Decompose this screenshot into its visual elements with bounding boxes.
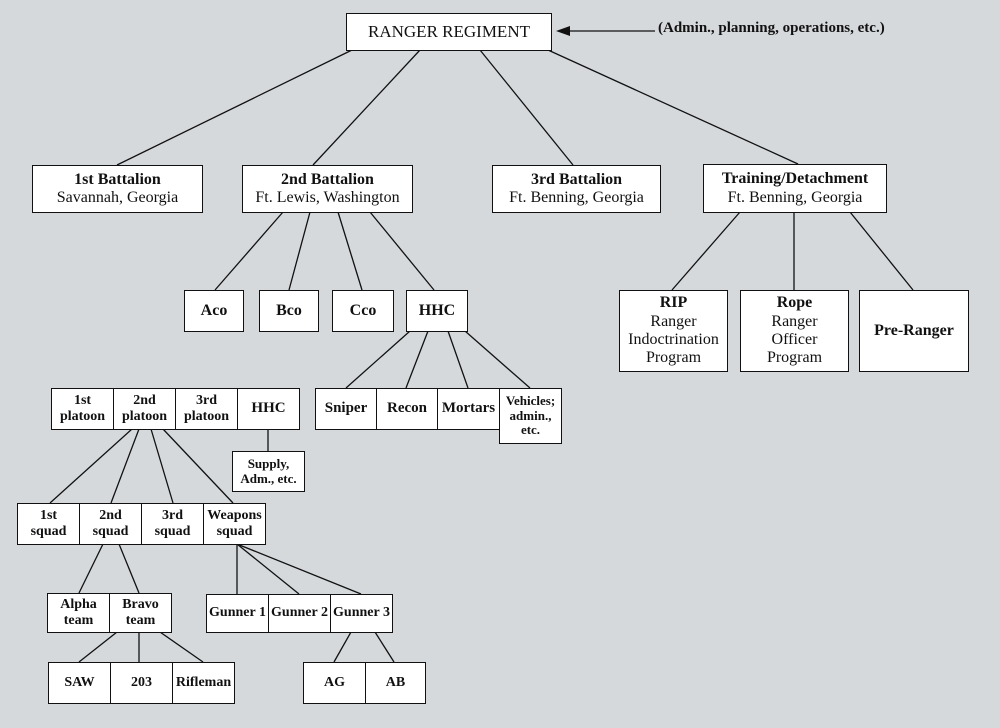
- rope-acronym: Rope: [776, 294, 813, 312]
- platoon-hhc-box: HHC: [237, 388, 300, 430]
- platoon-1-line-2: platoon: [59, 409, 106, 424]
- rope-line-3: Program: [766, 349, 823, 367]
- weapons-squad-line-2: squad: [216, 524, 253, 539]
- battalion-1-name: 1st Battalion: [74, 170, 161, 188]
- rip-line-2: Indoctrination: [628, 331, 719, 348]
- pre-ranger-box: Pre-Ranger: [859, 290, 969, 372]
- squad-2-box: 2nd squad: [79, 503, 142, 545]
- weapons-squad-line-1: Weapons: [207, 507, 262, 523]
- platoon-3-box: 3rd platoon: [175, 388, 238, 430]
- company-hhc-box: HHC: [406, 290, 468, 332]
- weapons-squad-box: Weapons squad: [203, 503, 266, 545]
- gunner-3-label: Gunner 3: [333, 605, 390, 621]
- squad-3-line-1: 3rd: [162, 507, 183, 523]
- mortars-box: Mortars: [437, 388, 500, 430]
- pre-ranger-label: Pre-Ranger: [874, 321, 954, 339]
- rope-program-box: Rope Ranger Officer Program: [740, 290, 849, 372]
- company-aco-box: Aco: [184, 290, 244, 332]
- sniper-label: Sniper: [324, 400, 368, 417]
- squad-2-line-1: 2nd: [99, 507, 122, 523]
- recon-box: Recon: [376, 388, 438, 430]
- battalion-2-box: 2nd Battalion Ft. Lewis, Washington: [242, 165, 413, 213]
- ag-label: AG: [324, 674, 345, 690]
- saw-label: SAW: [64, 674, 95, 690]
- rope-line-2: Officer: [771, 331, 818, 348]
- rifleman-box: Rifleman: [172, 662, 235, 704]
- recon-label: Recon: [387, 400, 427, 417]
- platoon-2-line-2: platoon: [121, 409, 168, 424]
- bravo-team-box: Bravo team: [109, 593, 172, 633]
- vehicles-box: Vehicles; admin., etc.: [499, 388, 562, 444]
- squad-1-box: 1st squad: [17, 503, 80, 545]
- squad-3-box: 3rd squad: [141, 503, 204, 545]
- platoon-1-box: 1st platoon: [51, 388, 114, 430]
- rifleman-label: Rifleman: [175, 674, 232, 690]
- rip-line-3: Program: [645, 349, 702, 367]
- rope-line-1: Ranger: [771, 312, 818, 330]
- training-detachment-box: Training/Detachment Ft. Benning, Georgia: [703, 164, 887, 213]
- rip-program-box: RIP Ranger Indoctrination Program: [619, 290, 728, 372]
- gunner-1-label: Gunner 1: [209, 605, 266, 621]
- supply-box: Supply, Adm., etc.: [232, 451, 305, 492]
- platoon-3-line-2: platoon: [183, 409, 230, 424]
- m203-label: 203: [131, 674, 152, 690]
- rip-line-1: Ranger: [650, 312, 697, 330]
- m203-box: 203: [110, 662, 173, 704]
- vehicles-line-3: etc.: [520, 422, 541, 438]
- platoon-3-line-1: 3rd: [196, 392, 217, 408]
- training-detachment-name: Training/Detachment: [721, 170, 869, 188]
- training-detachment-location: Ft. Benning, Georgia: [727, 188, 863, 206]
- supply-line-1: Supply,: [247, 455, 290, 471]
- gunner-2-label: Gunner 2: [271, 605, 328, 621]
- squad-1-line-1: 1st: [39, 507, 58, 523]
- ranger-regiment-box: RANGER REGIMENT: [346, 13, 552, 51]
- gunner-1-box: Gunner 1: [206, 594, 269, 633]
- battalion-1-location: Savannah, Georgia: [56, 189, 179, 206]
- company-cco-box: Cco: [332, 290, 394, 332]
- platoon-hhc-label: HHC: [251, 400, 286, 417]
- saw-box: SAW: [48, 662, 111, 704]
- supply-line-2: Adm., etc.: [240, 470, 297, 486]
- bravo-team-line-1: Bravo: [122, 596, 159, 612]
- battalion-1-box: 1st Battalion Savannah, Georgia: [32, 165, 203, 213]
- platoon-2-line-1: 2nd: [133, 392, 156, 408]
- ab-box: AB: [365, 662, 426, 704]
- ranger-regiment-label: RANGER REGIMENT: [368, 22, 530, 42]
- gunner-2-box: Gunner 2: [268, 594, 331, 633]
- battalion-2-name: 2nd Battalion: [281, 170, 374, 188]
- platoon-1-line-1: 1st: [73, 392, 92, 408]
- alpha-team-box: Alpha team: [47, 593, 110, 633]
- company-aco-label: Aco: [200, 301, 228, 319]
- squad-2-line-2: squad: [92, 524, 129, 539]
- squad-3-line-2: squad: [154, 524, 191, 539]
- sniper-box: Sniper: [315, 388, 377, 430]
- vehicles-line-1: Vehicles;: [505, 392, 556, 408]
- rip-acronym: RIP: [659, 294, 688, 312]
- alpha-team-line-2: team: [63, 613, 94, 628]
- company-bco-label: Bco: [276, 301, 302, 319]
- company-hhc-label: HHC: [418, 301, 456, 319]
- gunner-3-box: Gunner 3: [330, 594, 393, 633]
- ab-label: AB: [385, 674, 406, 690]
- company-cco-label: Cco: [349, 301, 377, 319]
- battalion-3-location: Ft. Benning, Georgia: [509, 189, 644, 206]
- vehicles-line-2: admin.,: [509, 407, 552, 423]
- bravo-team-line-2: team: [125, 613, 156, 628]
- ag-box: AG: [303, 662, 366, 704]
- company-bco-box: Bco: [259, 290, 319, 332]
- battalion-3-box: 3rd Battalion Ft. Benning, Georgia: [492, 165, 661, 213]
- battalion-2-location: Ft. Lewis, Washington: [255, 189, 400, 206]
- regiment-note: (Admin., planning, operations, etc.): [658, 20, 885, 36]
- squad-1-line-2: squad: [30, 524, 67, 539]
- battalion-3-name: 3rd Battalion: [530, 170, 623, 188]
- alpha-team-line-1: Alpha: [60, 596, 97, 612]
- platoon-2-box: 2nd platoon: [113, 388, 176, 430]
- mortars-label: Mortars: [441, 400, 496, 417]
